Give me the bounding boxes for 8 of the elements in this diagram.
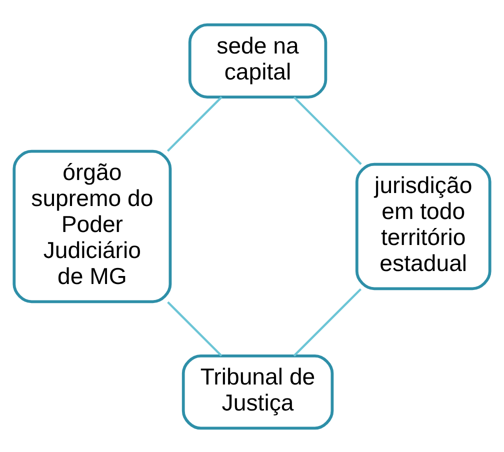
node-box: jurisdição em todo território estadual: [355, 162, 492, 290]
node-box: sede na capital: [188, 22, 328, 98]
node-box: Tribunal de Justiça: [182, 354, 334, 430]
connector: [293, 96, 362, 164]
connector: [293, 288, 362, 356]
node-box: órgão supremo do Poder Judiciário de MG: [12, 149, 172, 303]
connector: [166, 96, 222, 152]
connector: [167, 300, 222, 356]
